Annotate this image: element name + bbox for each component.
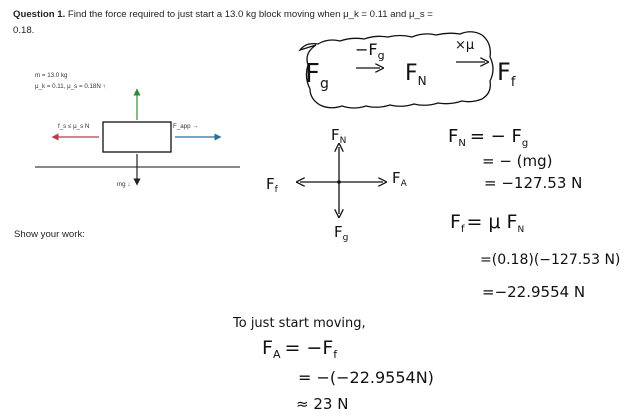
weight-label: mg ↓ xyxy=(117,181,131,188)
cloud-step2-label: ×μ xyxy=(455,38,474,53)
friction-force-line3: =−22.9554 N xyxy=(482,283,585,301)
thought-cloud xyxy=(298,31,494,109)
friction-force-line1: Ff= μ FN xyxy=(450,211,524,235)
cloud-step1-label: −Fg xyxy=(355,40,385,62)
sketch-bottom-label: Fg xyxy=(334,223,348,243)
sketch-top-label: FN xyxy=(331,126,346,146)
cloud-fg: Fg xyxy=(305,59,329,92)
free-body-diagram: m = 13.0 kg μ_k = 0.11, μ_s = 0.18N ↑ f_… xyxy=(0,60,260,200)
diagram-graphics xyxy=(35,88,240,186)
cloud-ff: Ff xyxy=(497,58,516,90)
normal-force-line3: = −127.53 N xyxy=(484,174,582,192)
conclusion-line1: FA= −Ff xyxy=(262,337,338,361)
conclusion-line2: = −(−22.9554N) xyxy=(298,368,434,387)
normal-force-line2: = − (mg) xyxy=(482,152,553,170)
cloud-fn: FN xyxy=(405,61,427,88)
coefficients-label: μ_k = 0.11, μ_s = 0.18N ↑ xyxy=(35,83,106,90)
question-number: Question 1. xyxy=(13,9,66,20)
sketch-left-label: Ff xyxy=(266,175,279,195)
question-text: Question 1. Find the force required to j… xyxy=(13,7,453,39)
conclusion-intro: To just start moving, xyxy=(232,316,366,331)
sketch-right-label: FA xyxy=(392,169,408,189)
block xyxy=(102,121,172,153)
normal-force-line1: FN= − Fg xyxy=(448,126,528,149)
question-body: Find the force required to just start a … xyxy=(13,9,433,36)
conclusion-answer: ≈ 23 N xyxy=(296,395,348,413)
applied-label: F_app → xyxy=(173,123,199,130)
friction-label: f_s ≤ μ_s N xyxy=(58,123,90,130)
show-work-prompt: Show your work: xyxy=(14,229,85,240)
mass-label: m = 13.0 kg xyxy=(35,72,68,79)
friction-force-line2: =(0.18)(−127.53 N) xyxy=(480,252,620,268)
